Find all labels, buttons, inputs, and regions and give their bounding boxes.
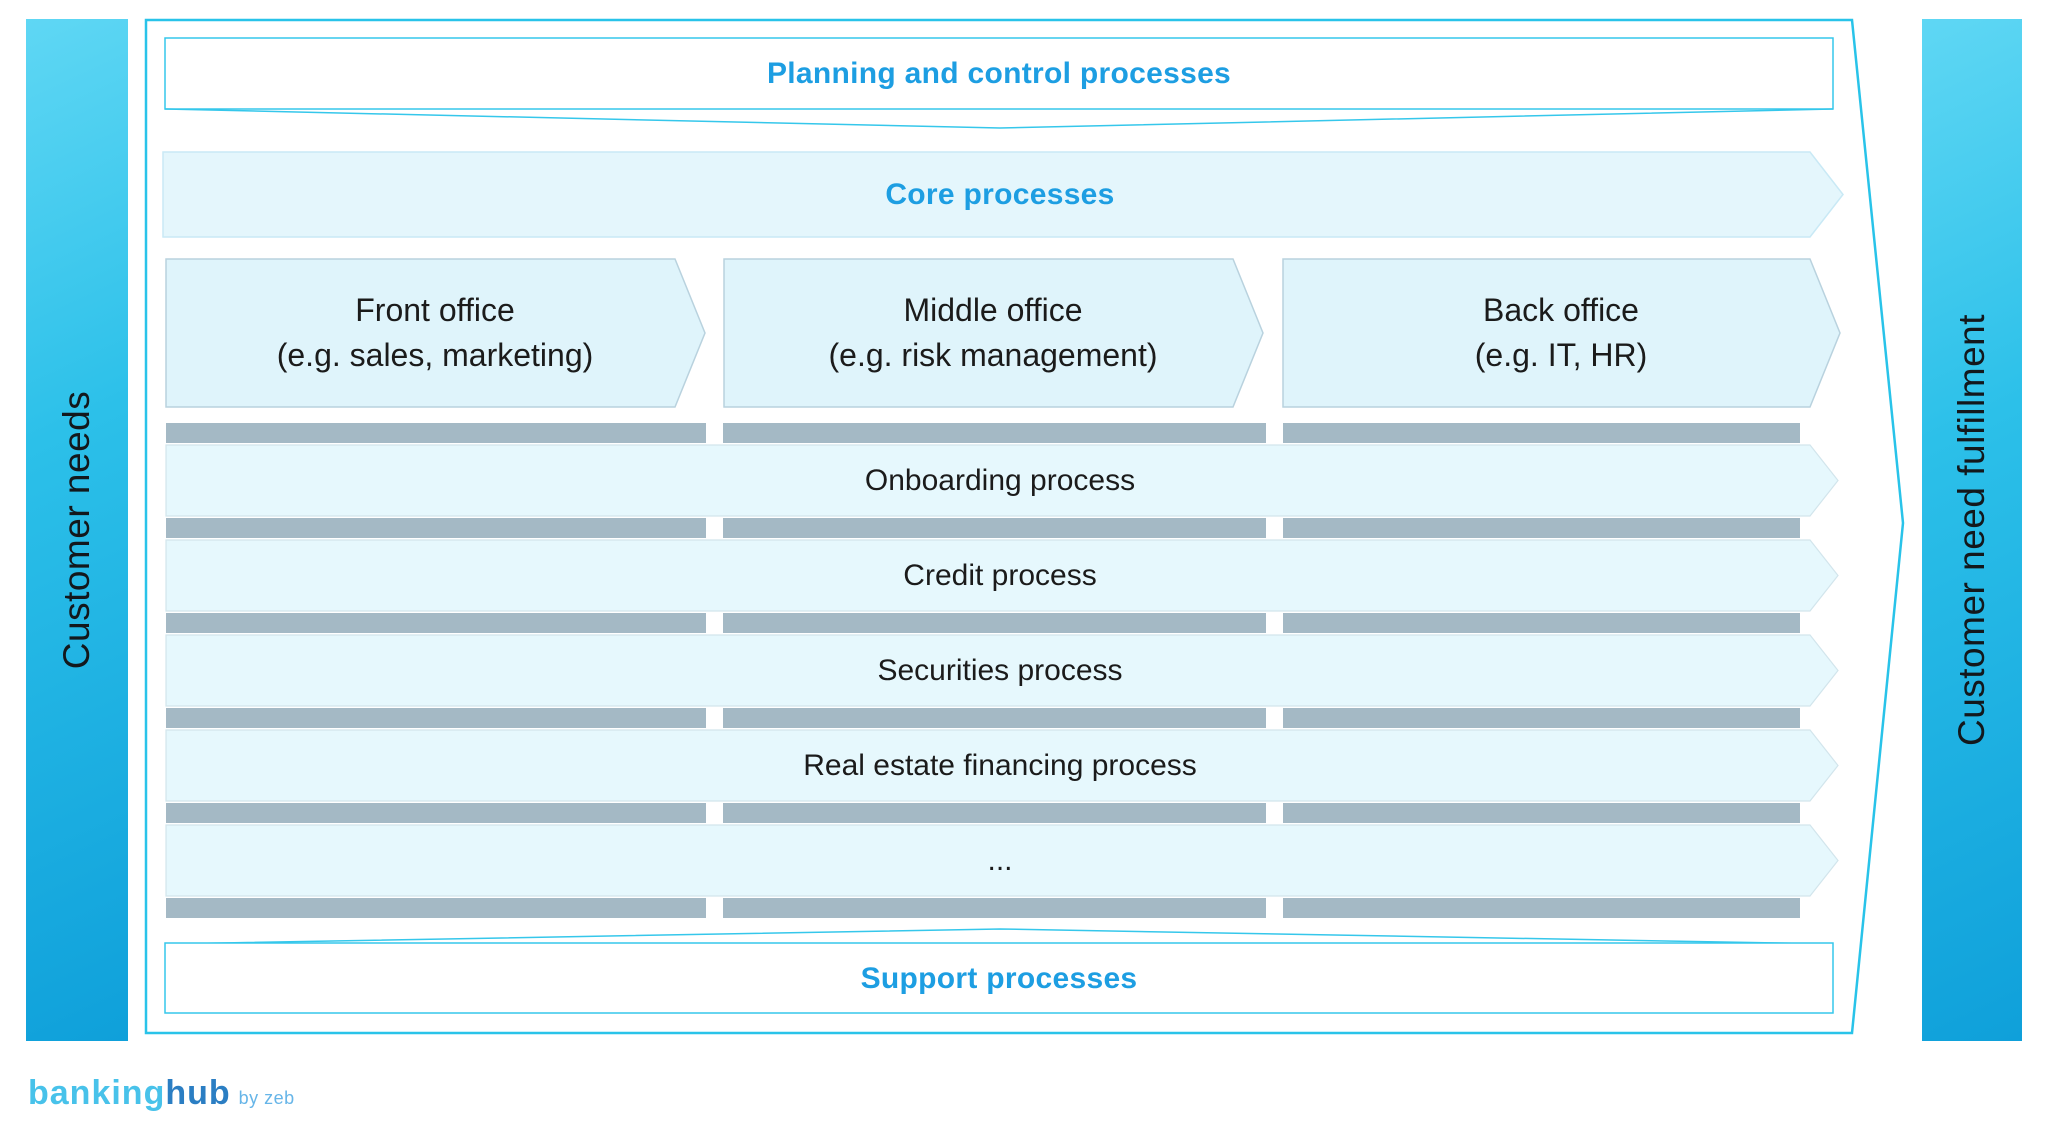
middle-office-title: Middle office xyxy=(903,292,1083,328)
core-label: Core processes xyxy=(885,178,1115,211)
process-label-credit: Credit process xyxy=(903,559,1097,592)
credit-band xyxy=(165,539,1839,612)
planning-v-connector xyxy=(164,108,1834,129)
gray-bar-row xyxy=(166,423,1800,443)
process-label-ellipsis: ... xyxy=(987,844,1013,877)
ellipsis-band xyxy=(165,824,1839,897)
planning-label: Planning and control processes xyxy=(766,57,1232,90)
middle-office-label: Middle office (e.g. risk management) xyxy=(828,288,1157,378)
back-office-title: Back office xyxy=(1483,292,1639,328)
front-office-label: Front office (e.g. sales, marketing) xyxy=(277,288,594,378)
support-label: Support processes xyxy=(860,962,1138,995)
real-estate-band xyxy=(165,729,1839,802)
logo-banking: banking xyxy=(28,1074,166,1112)
securities-band xyxy=(165,634,1839,707)
front-office-chevron xyxy=(165,258,706,408)
process-label-securities: Securities process xyxy=(877,654,1123,687)
back-office-label: Back office (e.g. IT, HR) xyxy=(1475,288,1647,378)
front-office-title: Front office xyxy=(355,292,515,328)
front-office-subtitle: (e.g. sales, marketing) xyxy=(276,337,594,373)
process-label-real-estate: Real estate financing process xyxy=(803,749,1197,782)
customer-fulfillment-label: Customer need fulfillment xyxy=(1951,313,1992,747)
process-label-onboarding: Onboarding process xyxy=(864,464,1136,497)
support-peak-connector xyxy=(164,928,1834,945)
core-processes-band xyxy=(162,151,1844,238)
gray-bar-row xyxy=(166,803,1800,823)
gray-bar-row xyxy=(166,613,1800,633)
customer-needs-bar xyxy=(26,19,128,1041)
onboarding-band xyxy=(165,444,1839,517)
back-office-subtitle: (e.g. IT, HR) xyxy=(1474,337,1648,373)
gray-bar-row xyxy=(166,898,1800,918)
gray-separator-bars xyxy=(166,423,1800,918)
planning-box xyxy=(164,37,1834,110)
middle-office-subtitle: (e.g. risk management) xyxy=(828,337,1158,373)
gray-bar-row xyxy=(166,518,1800,538)
customer-needs-label: Customer needs xyxy=(56,390,97,670)
office-chevrons xyxy=(165,258,1841,408)
logo-byline: by zeb xyxy=(238,1088,295,1108)
support-box xyxy=(164,942,1834,1014)
back-office-chevron xyxy=(1282,258,1841,408)
gray-bar-row xyxy=(166,708,1800,728)
process-bands xyxy=(165,444,1839,897)
logo-hub: hub xyxy=(165,1074,231,1112)
customer-fulfillment-bar xyxy=(1922,19,2022,1041)
outer-container-outline xyxy=(144,18,1905,1035)
middle-office-chevron xyxy=(723,258,1264,408)
